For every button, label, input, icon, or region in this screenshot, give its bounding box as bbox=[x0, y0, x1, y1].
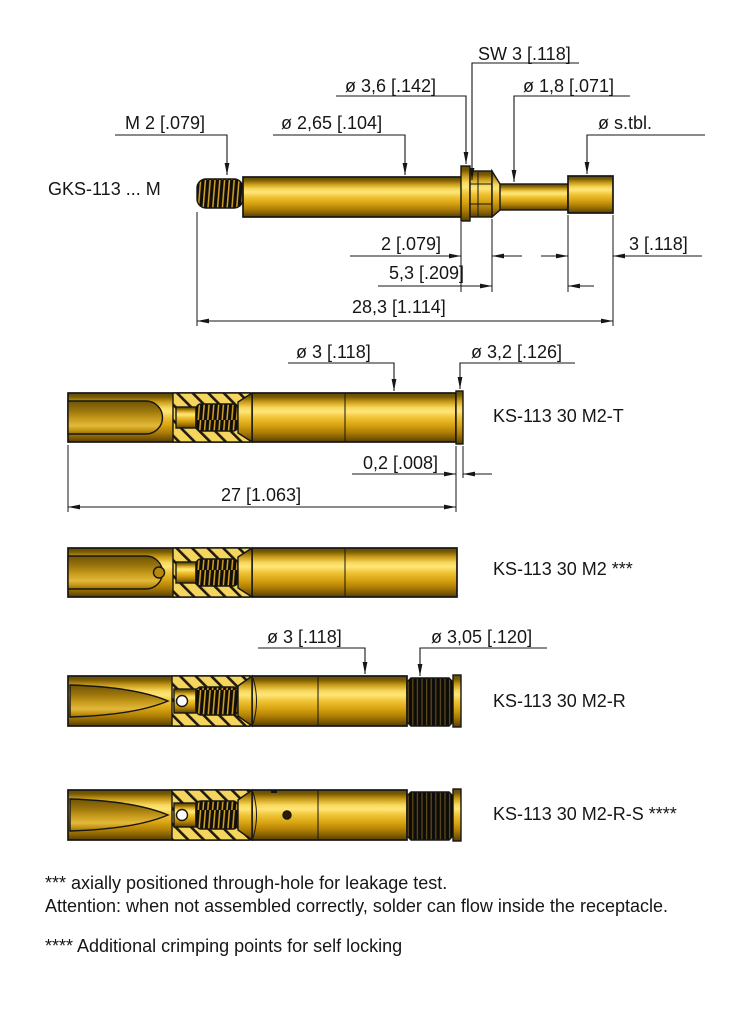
gks-cone bbox=[491, 168, 501, 219]
m2rs-knurl-section bbox=[406, 791, 454, 841]
leader-d3 bbox=[288, 362, 397, 391]
m2t-cone bbox=[237, 391, 253, 444]
m2rs-cone bbox=[237, 788, 253, 842]
leader-d18 bbox=[511, 95, 630, 182]
m2t-barrel bbox=[251, 392, 457, 443]
m2r-receptacle-drawing bbox=[67, 647, 547, 728]
m2rs-crimp-hole bbox=[175, 808, 189, 822]
m2r-crimp-hole bbox=[175, 694, 189, 708]
m2rs-barrel bbox=[251, 789, 408, 841]
gks-plunger-shaft bbox=[491, 183, 569, 211]
footnote-crimping: **** Additional crimping points for self… bbox=[45, 936, 403, 956]
m2r-cone bbox=[237, 674, 253, 728]
gks-hex-nut bbox=[469, 170, 493, 218]
part-label-gks: GKS-113 ... M bbox=[48, 179, 161, 199]
m2rs-cavity bbox=[69, 798, 170, 832]
dim-label-d18: ø 1,8 [.071] bbox=[523, 76, 615, 96]
dim-label-sw3: SW 3 [.118] bbox=[478, 44, 571, 64]
m2-step bbox=[175, 561, 197, 584]
dim-label-len283: 28,3 [1.114] bbox=[352, 297, 446, 317]
gks-m2-thread bbox=[196, 178, 244, 209]
dim-label-m2r-d305: ø 3,05 [.120] bbox=[431, 627, 533, 647]
m2t-step bbox=[175, 406, 197, 429]
part-label-m2r: KS-113 30 M2-R bbox=[493, 691, 626, 711]
m2t-internal-thread bbox=[195, 403, 239, 432]
dim-label-m2t-d32: ø 3,2 [.126] bbox=[471, 342, 563, 362]
dim-label-m2r-d3: ø 3 [.118] bbox=[267, 627, 342, 647]
m2r-barrel bbox=[251, 675, 408, 727]
m2r-tip-ring bbox=[452, 674, 462, 728]
m2r-cavity bbox=[69, 684, 170, 718]
m2-receptacle-drawing bbox=[67, 546, 458, 599]
dim-label-m2: M 2 [.079] bbox=[125, 113, 206, 133]
footnote-attention: Attention: when not assembled correctly,… bbox=[45, 896, 668, 916]
m2rs-internal-thread bbox=[195, 800, 239, 830]
m2r-knurl-section bbox=[406, 677, 454, 727]
m2rs-tip-ring bbox=[452, 788, 462, 842]
m2-internal-thread bbox=[195, 558, 239, 587]
m2t-cavity bbox=[67, 400, 164, 435]
m2rs-crimp-dot bbox=[282, 810, 292, 820]
leader-d32 bbox=[457, 362, 575, 389]
dim-label-m2t-d3: ø 3 [.118] bbox=[296, 342, 371, 362]
part-label-m2rs: KS-113 30 M2-R-S **** bbox=[493, 804, 677, 824]
leader-m2 bbox=[115, 134, 230, 175]
leader-sw3 bbox=[469, 62, 579, 180]
m2rs-receptacle-drawing bbox=[67, 788, 462, 842]
gks-probe-drawing bbox=[115, 62, 705, 326]
dim-label-len3: 3 [.118] bbox=[629, 234, 688, 254]
dim-label-d36: ø 3,6 [.142] bbox=[345, 76, 437, 96]
gks-end-cap bbox=[567, 175, 614, 214]
dim-label-len02: 0,2 [.008] bbox=[363, 453, 439, 473]
dim-label-len2: 2 [.079] bbox=[381, 234, 442, 254]
dim-label-len27: 27 [1.063] bbox=[221, 485, 302, 505]
footnote-leakage: *** axially positioned through-hole for … bbox=[45, 873, 448, 893]
dim-label-d265: ø 2,65 [.104] bbox=[281, 113, 383, 133]
leader-d305 bbox=[417, 647, 547, 676]
part-label-m2: KS-113 30 M2 *** bbox=[493, 559, 633, 579]
leader-d265 bbox=[273, 134, 408, 175]
leader-d36 bbox=[336, 95, 469, 164]
m2-cone bbox=[237, 546, 253, 599]
m2-cavity bbox=[67, 555, 164, 590]
dim-label-len53: 5,3 [.209] bbox=[389, 263, 465, 283]
leader-d3 bbox=[258, 647, 368, 674]
m2t-receptacle-drawing bbox=[67, 362, 575, 512]
dim-label-dstbl: ø s.tbl. bbox=[598, 113, 653, 133]
gks-flange-ring bbox=[460, 165, 471, 222]
leader-dstbl bbox=[584, 134, 705, 174]
m2-leakage-hole bbox=[152, 566, 166, 579]
m2r-internal-thread bbox=[195, 686, 239, 716]
m2-barrel bbox=[251, 547, 458, 598]
part-label-m2t: KS-113 30 M2-T bbox=[493, 406, 624, 426]
gks-barrel bbox=[242, 176, 463, 218]
m2rs-crimp-notch bbox=[271, 789, 277, 793]
m2t-tip-ring bbox=[455, 390, 464, 445]
